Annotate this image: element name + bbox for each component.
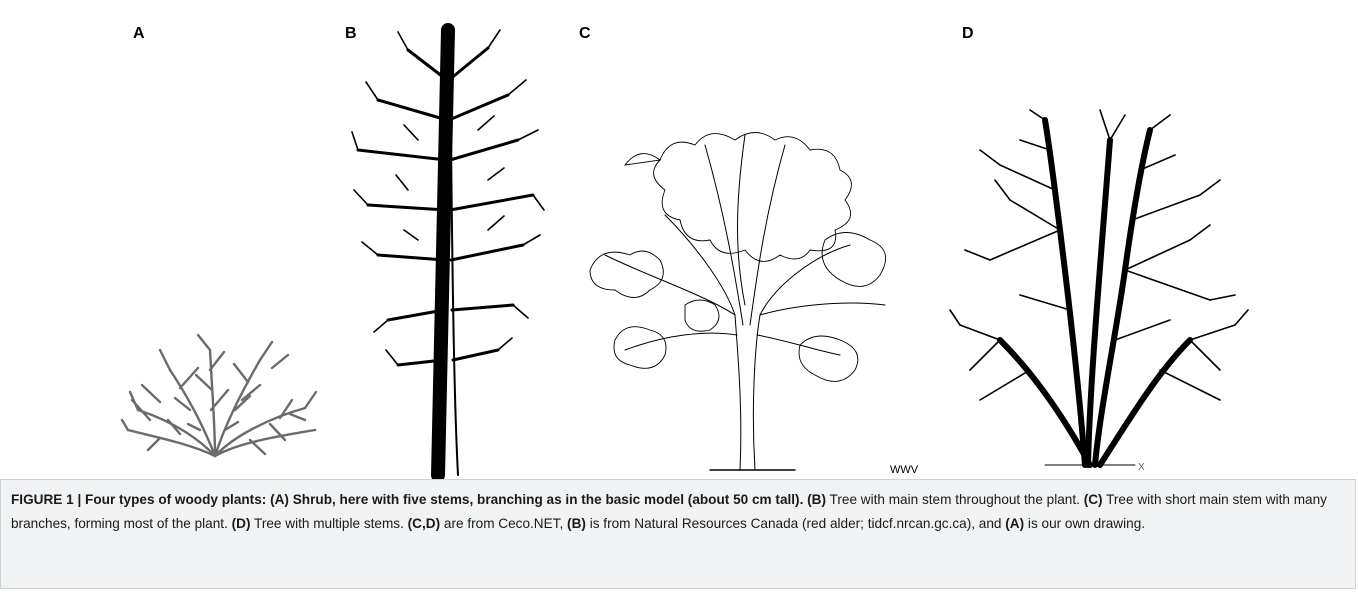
caption-cd-text: are from Ceco.NET, [440, 516, 567, 531]
shrub-drawing [120, 330, 320, 465]
caption-a-label: (A) [1005, 516, 1024, 531]
panel-label-c: C [579, 25, 591, 43]
caption-d-text: Tree with multiple stems. [251, 516, 408, 531]
caption-b-label: (B) [807, 492, 826, 507]
caption-b2-label: (B) [567, 516, 586, 531]
caption-b2-text: is from Natural Resources Canada (red al… [586, 516, 1005, 531]
panel-label-a: A [133, 25, 145, 43]
figure: A B C D [0, 0, 1358, 480]
tree-branching-drawing: WWV [585, 105, 915, 475]
caption-c-label: (C) [1084, 492, 1103, 507]
caption-d-label: (D) [232, 516, 251, 531]
axis-x-glyph: X [1138, 462, 1145, 473]
caption-a-text: is our own drawing. [1024, 516, 1145, 531]
tree-multi-stem-drawing: X [950, 110, 1250, 475]
figure-caption: FIGURE 1 | Four types of woody plants: (… [0, 479, 1356, 589]
caption-cd-label: (C,D) [408, 516, 440, 531]
tree-main-stem-drawing [348, 20, 548, 480]
panel-label-d: D [962, 25, 974, 43]
caption-b-text: Tree with main stem throughout the plant… [826, 492, 1084, 507]
corner-glyph: WWV [890, 464, 919, 476]
caption-heading: FIGURE 1 | Four types of woody plants: (… [11, 492, 803, 507]
